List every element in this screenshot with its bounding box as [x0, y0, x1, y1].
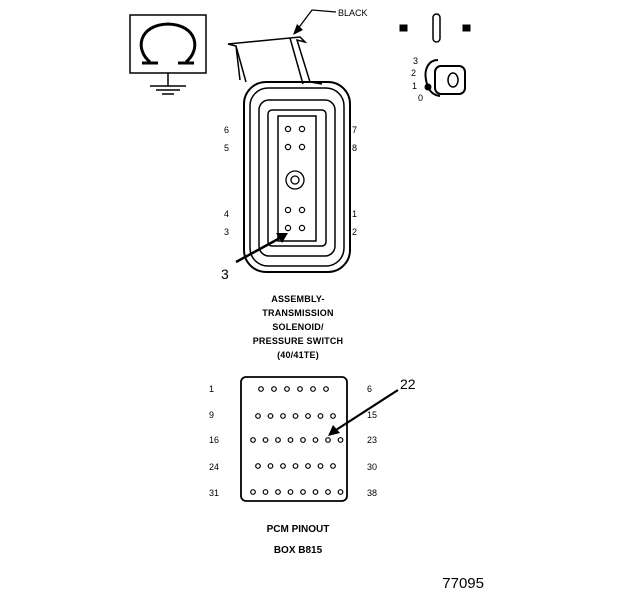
pcm-pin-label-1: 1	[209, 384, 214, 394]
pcm-pin-label-23: 23	[367, 435, 377, 445]
pcm-pin	[262, 437, 269, 443]
solenoid-connector	[227, 36, 351, 273]
pcm-subtitle: BOX B815	[273, 545, 323, 556]
pcm-pin	[275, 437, 281, 443]
pcm-pin	[250, 489, 256, 495]
solenoid-caption-line-3: SOLENOID/	[272, 322, 324, 332]
ohmmeter-icon	[129, 14, 207, 95]
pcm-pin	[317, 463, 324, 469]
solenoid-pin-1: 1	[352, 209, 357, 219]
pcm-pin	[297, 386, 303, 392]
pcm-pin-label-31: 31	[209, 488, 219, 498]
pcm-pin	[325, 437, 331, 443]
pcm-pin	[267, 463, 274, 469]
pcm-callout: 22	[400, 376, 416, 392]
solenoid-callout: 3	[221, 266, 229, 282]
pcm-pin-array	[250, 386, 344, 495]
pcm-pin	[292, 463, 299, 469]
pcm-pin	[280, 463, 286, 469]
ignition-position-0: 0	[418, 93, 423, 103]
pcm-pin	[317, 413, 324, 419]
solenoid-pin-6: 6	[224, 125, 229, 135]
ignition-position-labels: 3 2 1 0	[411, 56, 423, 103]
figure-number: 77095	[442, 575, 484, 592]
pcm-pin-label-6: 6	[367, 384, 372, 394]
pcm-pin	[284, 386, 290, 392]
pcm-pin	[337, 437, 344, 443]
pcm-connector	[240, 376, 348, 502]
pcm-pin-label-9: 9	[209, 410, 214, 420]
solenoid-caption-line-2: TRANSMISSION	[262, 308, 334, 318]
pcm-pin-label-16: 16	[209, 435, 219, 445]
solenoid-caption-line-5: (40/41TE)	[277, 350, 319, 360]
solenoid-caption-line-4: PRESSURE SWITCH	[252, 336, 344, 346]
ignition-position-2: 2	[411, 68, 416, 78]
solenoid-callout-arrow	[235, 233, 288, 264]
pcm-pin	[300, 489, 306, 495]
pcm-pin	[310, 386, 316, 392]
pcm-pin	[337, 489, 344, 495]
pcm-pin	[292, 413, 299, 419]
pcm-pin	[312, 437, 319, 443]
solenoid-pin-4: 4	[224, 209, 229, 219]
pcm-callout-arrow	[328, 389, 399, 436]
pcm-right-labels: 6 15 23 30 38	[367, 384, 377, 498]
pcm-pin	[305, 413, 311, 419]
solenoid-pin-labels: 6 5 4 3 7 8 1 2	[224, 125, 357, 237]
pcm-pin	[312, 489, 319, 495]
pcm-title: PCM PINOUT	[266, 524, 330, 535]
pcm-pin	[258, 386, 264, 392]
solenoid-pin-2: 2	[352, 227, 357, 237]
solenoid-caption-line-1: ASSEMBLY-	[271, 294, 325, 304]
pcm-pin-label-24: 24	[209, 462, 219, 472]
pcm-pin	[300, 437, 306, 443]
pcm-pin	[287, 437, 294, 443]
pcm-pin	[271, 386, 277, 392]
pcm-pin	[250, 437, 256, 443]
solenoid-pin-5: 5	[224, 143, 229, 153]
pcm-pin	[323, 386, 329, 392]
pcm-pin	[255, 463, 261, 469]
pcm-pin-label-38: 38	[367, 488, 377, 498]
pcm-pin	[262, 489, 269, 495]
solenoid-pin-3: 3	[224, 227, 229, 237]
pcm-pin	[287, 489, 294, 495]
pcm-pin	[280, 413, 286, 419]
wire-label-leader	[293, 9, 337, 35]
solenoid-caption: ASSEMBLY- TRANSMISSION SOLENOID/ PRESSUR…	[0, 292, 596, 362]
ignition-position-1: 1	[412, 81, 417, 91]
pcm-pin-label-15: 15	[367, 410, 377, 420]
pcm-pin	[267, 413, 274, 419]
ignition-key-icon	[399, 13, 471, 97]
pcm-pin	[330, 413, 336, 419]
pcm-pin	[330, 463, 336, 469]
pcm-pin	[325, 489, 331, 495]
pcm-pin-label-30: 30	[367, 462, 377, 472]
solenoid-pin-8: 8	[352, 143, 357, 153]
pcm-pin	[275, 489, 281, 495]
ignition-position-3: 3	[413, 56, 418, 66]
solenoid-pin-7: 7	[352, 125, 357, 135]
wire-label: BLACK	[338, 8, 368, 18]
pcm-pin	[255, 413, 261, 419]
pcm-pin	[305, 463, 311, 469]
pcm-left-labels: 1 9 16 24 31	[209, 384, 219, 498]
